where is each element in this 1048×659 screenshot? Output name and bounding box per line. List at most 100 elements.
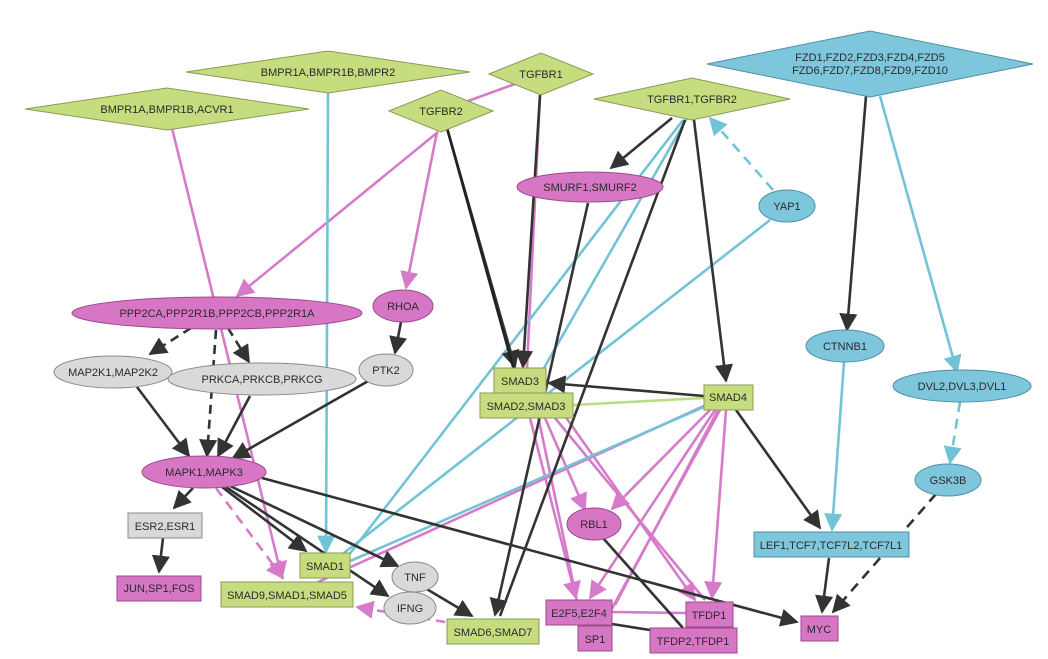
node-smad4[interactable]: SMAD4 (703, 384, 754, 411)
node-label: SMAD3 (501, 376, 539, 388)
node-prkc[interactable]: PRKCA,PRKCB,PRKCG (167, 362, 357, 396)
edge-smad2-to-tfdp1 (553, 417, 707, 601)
node-label: RHOA (387, 301, 419, 313)
edge-prkc-to-mapk (216, 395, 252, 458)
edge-smad4-to-lef (734, 409, 822, 530)
node-ppp2[interactable]: PPP2CA,PPP2R1B,PPP2CB,PPP2R1A (71, 296, 363, 330)
node-label: SP1 (585, 634, 606, 646)
edge-smad2-to-rbl1 (543, 417, 587, 512)
edge-fzd-to-dvl (878, 95, 962, 374)
nodes-layer: BMPR1A,BMPR1B,ACVR1 BMPR1A,BMPR1B,BMPR2 … (24, 30, 1034, 654)
node-fzd[interactable]: FZD1,FZD2,FZD3,FZD4,FZD5 FZD6,FZD7,FZD8,… (706, 30, 1034, 98)
edge-ctnnb1-to-lef (824, 361, 846, 532)
edge-gsk3b-to-myc-dashed (831, 493, 937, 614)
node-label: YAP1 (773, 201, 800, 213)
edge-rhoa-to-ptk2 (389, 321, 408, 355)
node-tnf[interactable]: TNF (391, 561, 439, 593)
node-label: MYC (807, 624, 832, 636)
node-tgfbr1[interactable]: TGFBR1 (487, 52, 595, 96)
edge-sp1-to-tfdp2 (611, 622, 651, 632)
edge-tgfbr-to-smurf (609, 116, 673, 170)
edge-fzd-to-ctnnb1 (839, 95, 868, 332)
edge-dvl-to-gsk3b (943, 401, 962, 465)
edge-smad4-to-rbl1 (610, 409, 711, 511)
node-mapk[interactable]: MAPK1,MAPK3 (141, 455, 267, 489)
node-bmpr1a-bmpr1b-acvr1[interactable]: BMPR1A,BMPR1B,ACVR1 (24, 87, 310, 131)
node-label: SMAD9,SMAD1,SMAD5 (227, 590, 347, 602)
node-label: TNF (404, 572, 426, 584)
node-sp1[interactable]: SP1 (577, 625, 613, 652)
node-label: SMURF1,SMURF2 (543, 182, 637, 194)
edge-tgfbr-to-smad6 (498, 119, 687, 617)
node-gsk3b[interactable]: GSK3B (914, 463, 982, 497)
node-label: SMAD2,SMAD3 (487, 401, 566, 413)
edge-mapk-to-esr (172, 487, 194, 510)
edge-rbl1-to-tfdp2 (602, 537, 684, 629)
node-label: PTK2 (372, 365, 400, 377)
node-rhoa[interactable]: RHOA (372, 289, 434, 323)
node-label: JUN,SP1,FOS (124, 583, 195, 595)
edge-mapk-to-ifng (225, 485, 390, 598)
node-label: BMPR1A,BMPR1B,ACVR1 (100, 104, 233, 116)
node-smad6-smad7[interactable]: SMAD6,SMAD7 (446, 618, 540, 645)
node-dvl[interactable]: DVL2,DVL3,DVL1 (892, 369, 1032, 403)
node-label: TGFBR1,TGFBR2 (647, 94, 737, 106)
node-tgfbr1-tgfbr2[interactable]: TGFBR1,TGFBR2 (593, 77, 791, 121)
node-lef[interactable]: LEF1,TCF7,TCF7L2,TCF7L1 (753, 531, 910, 558)
node-label: TFDP2,TFDP1 (657, 636, 730, 648)
edge-mapk-to-myc (261, 476, 799, 627)
node-label: TFDP1 (692, 610, 727, 622)
edge-mapk-to-smad9-dashed (214, 487, 285, 580)
node-myc[interactable]: MYC (800, 615, 839, 642)
node-ifng[interactable]: IFNG (383, 591, 437, 625)
edge-lef-to-myc (815, 557, 834, 614)
node-bmpr1a-bmpr1b-bmpr2[interactable]: BMPR1A,BMPR1B,BMPR2 (185, 50, 471, 94)
node-label: MAPK1,MAPK3 (165, 467, 243, 479)
node-smad1[interactable]: SMAD1 (299, 552, 351, 579)
node-tfdp2-tfdp1[interactable]: TFDP2,TFDP1 (649, 627, 738, 654)
edge-mapk-to-tnf (227, 483, 400, 568)
node-label: SMAD4 (709, 392, 747, 404)
node-label: DVL2,DVL3,DVL1 (918, 381, 1007, 393)
node-label: PRKCA,PRKCB,PRKCG (201, 374, 322, 386)
node-ctnnb1[interactable]: CTNNB1 (805, 329, 885, 363)
node-label: TGFBR2 (419, 106, 462, 118)
node-label: ESR2,ESR1 (135, 521, 196, 533)
node-smad2-smad3[interactable]: SMAD2,SMAD3 (479, 392, 574, 419)
node-label: SMAD1 (306, 561, 344, 573)
edge-e2f-to-tfdp1 (611, 610, 687, 615)
node-label-line2: FZD6,FZD7,FZD8,FZD9,FZD10 (792, 65, 948, 77)
node-smad9[interactable]: SMAD9,SMAD1,SMAD5 (220, 581, 354, 608)
edge-tgfbr2-to-smad2 (445, 127, 522, 393)
edge-bmpr1a-acvr1-to-smad9 (170, 127, 287, 580)
node-label: TGFBR1 (519, 69, 562, 81)
node-yap1[interactable]: YAP1 (758, 189, 816, 223)
node-esr[interactable]: ESR2,ESR1 (127, 512, 203, 539)
edge-smad3-to-e2f (531, 391, 584, 626)
node-tgfbr2[interactable]: TGFBR2 (387, 89, 495, 133)
node-smad3[interactable]: SMAD3 (493, 367, 547, 394)
node-label: RBL1 (580, 519, 608, 531)
node-tfdp1[interactable]: TFDP1 (685, 601, 734, 628)
node-label-line1: FZD1,FZD2,FZD3,FZD4,FZD5 (795, 52, 945, 64)
node-jun[interactable]: JUN,SP1,FOS (116, 575, 202, 602)
edge-mapk-to-smad1 (221, 485, 308, 553)
node-label: GSK3B (930, 475, 967, 487)
node-smurf[interactable]: SMURF1,SMURF2 (516, 171, 664, 203)
edge-tgfbr1-to-smad3 (514, 94, 542, 369)
edges-layer (135, 82, 962, 632)
node-map2k[interactable]: MAP2K1,MAP2K2 (53, 355, 173, 389)
node-label: E2F5,E2F4 (551, 608, 607, 620)
edge-map2k-to-mapk (135, 386, 191, 458)
node-label: BMPR1A,BMPR1B,BMPR2 (261, 67, 395, 79)
edge-smad4-to-smad3 (547, 375, 705, 398)
node-label: IFNG (397, 603, 423, 615)
node-e2f[interactable]: E2F5,E2F4 (545, 599, 613, 626)
edge-smad4-to-e2f-a (588, 409, 717, 600)
node-rbl1[interactable]: RBL1 (566, 507, 622, 541)
node-ptk2[interactable]: PTK2 (358, 353, 414, 387)
node-label: CTNNB1 (823, 341, 867, 353)
edge-ppp2-to-prkc-dashed (226, 327, 251, 364)
edge-smad2-to-e2f (528, 417, 581, 600)
